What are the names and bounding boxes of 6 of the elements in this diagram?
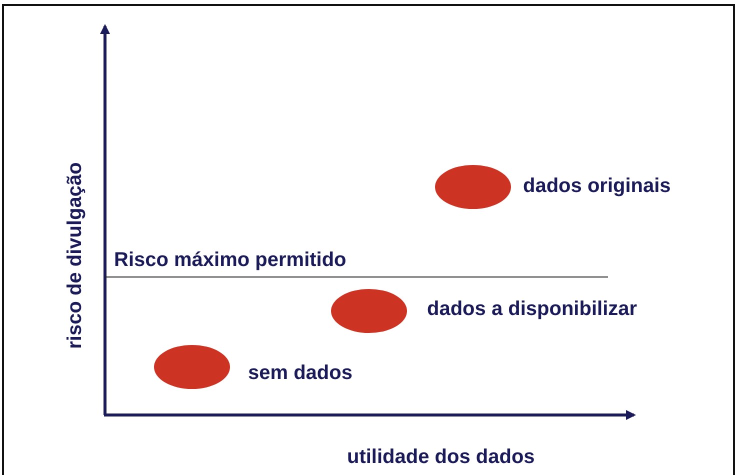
point-label: sem dados [248,362,352,385]
point-label: dados originais [523,175,671,198]
threshold-label: Risco máximo permitido [114,249,346,272]
point-label: dados a disponibilizar [427,298,638,321]
x-axis-title: utilidade dos dados [347,446,535,469]
y-axis-title: risco de divulgação [63,162,86,348]
